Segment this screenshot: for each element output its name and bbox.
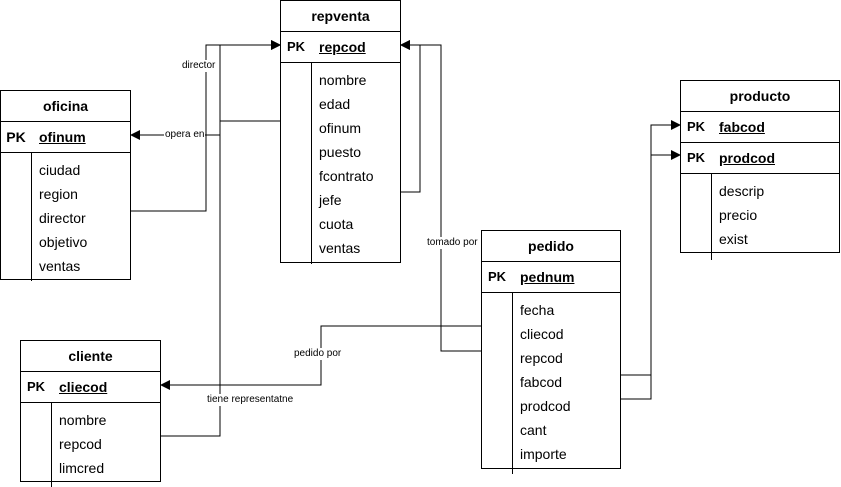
field: cant bbox=[520, 422, 547, 438]
edge-tomado-por bbox=[400, 40, 481, 352]
field: director bbox=[39, 210, 86, 226]
edge-tiene-representante bbox=[161, 40, 281, 437]
pk-tag: PK bbox=[686, 119, 706, 134]
field: cuota bbox=[319, 216, 354, 232]
field-list: nombre repcod limcred bbox=[21, 403, 160, 487]
field: cliecod bbox=[520, 326, 564, 342]
field: nombre bbox=[319, 72, 367, 88]
field: puesto bbox=[319, 144, 362, 160]
table-oficina[interactable]: oficina PK ofinum ciudad region director… bbox=[0, 90, 131, 281]
pk-field: cliecod bbox=[59, 379, 108, 395]
field: ventas bbox=[319, 240, 361, 256]
field: fabcod bbox=[520, 374, 563, 390]
pk-row: PK cliecod bbox=[21, 372, 160, 403]
label-opera-en: opera en bbox=[164, 129, 206, 141]
pk-tag: PK bbox=[26, 379, 46, 394]
field: nombre bbox=[59, 412, 107, 428]
pk-row: PK fabcod bbox=[681, 112, 839, 143]
field: ciudad bbox=[39, 162, 81, 178]
pk-row: PK prodcod bbox=[681, 143, 839, 174]
field: exist bbox=[719, 231, 748, 247]
field: prodcod bbox=[520, 398, 571, 414]
label-pedido-por: pedido por bbox=[293, 348, 343, 360]
pk-row: PK repcod bbox=[281, 32, 400, 63]
pk-field: ofinum bbox=[39, 129, 86, 145]
label-tiene-representante: tiene representatne bbox=[206, 394, 295, 406]
pk-tag: PK bbox=[286, 39, 306, 54]
field: jefe bbox=[319, 192, 342, 208]
field: ofinum bbox=[319, 120, 362, 136]
pk-tag: PK bbox=[487, 269, 507, 284]
pk-row: PK ofinum bbox=[1, 122, 130, 153]
field: precio bbox=[719, 207, 758, 223]
field: objetivo bbox=[39, 234, 88, 250]
pk-tag: PK bbox=[686, 150, 706, 165]
pk-field: fabcod bbox=[719, 119, 765, 135]
field-list: fecha cliecod repcod fabcod prodcod cant… bbox=[482, 293, 620, 474]
field: repcod bbox=[59, 436, 102, 452]
pk-tag: PK bbox=[6, 129, 26, 145]
table-repventa[interactable]: repventa PK repcod nombre edad ofinum pu… bbox=[280, 0, 401, 264]
field: importe bbox=[520, 446, 567, 462]
field: fcontrato bbox=[319, 168, 374, 184]
pk-field: pednum bbox=[520, 269, 575, 285]
table-title: producto bbox=[681, 81, 839, 112]
field: region bbox=[39, 186, 78, 202]
pk-field: repcod bbox=[319, 39, 366, 55]
label-director: director bbox=[181, 60, 217, 72]
field-list: ciudad region director objetivo ventas bbox=[1, 153, 130, 281]
table-cliente[interactable]: cliente PK cliecod nombre repcod limcred bbox=[20, 340, 161, 487]
table-title: repventa bbox=[281, 1, 400, 32]
field: edad bbox=[319, 96, 351, 112]
label-tomado-por: tomado por bbox=[426, 237, 479, 249]
field: limcred bbox=[59, 460, 105, 476]
edge-jefe bbox=[400, 40, 421, 193]
table-title: pedido bbox=[482, 231, 620, 262]
edge-prodcod bbox=[621, 150, 681, 400]
field-list: nombre edad ofinum puesto fcontrato jefe… bbox=[281, 63, 400, 264]
field: repcod bbox=[520, 350, 563, 366]
table-producto[interactable]: producto PK fabcod PK prodcod descrip pr… bbox=[680, 80, 840, 260]
pk-field: prodcod bbox=[719, 150, 775, 166]
field: fecha bbox=[520, 302, 555, 318]
table-title: oficina bbox=[1, 91, 130, 122]
pk-row: PK pednum bbox=[482, 262, 620, 293]
field: descrip bbox=[719, 183, 765, 199]
table-pedido[interactable]: pedido PK pednum fecha cliecod repcod fa… bbox=[481, 230, 621, 474]
field-list: descrip precio exist bbox=[681, 174, 839, 260]
field: ventas bbox=[39, 258, 81, 274]
table-title: cliente bbox=[21, 341, 160, 372]
